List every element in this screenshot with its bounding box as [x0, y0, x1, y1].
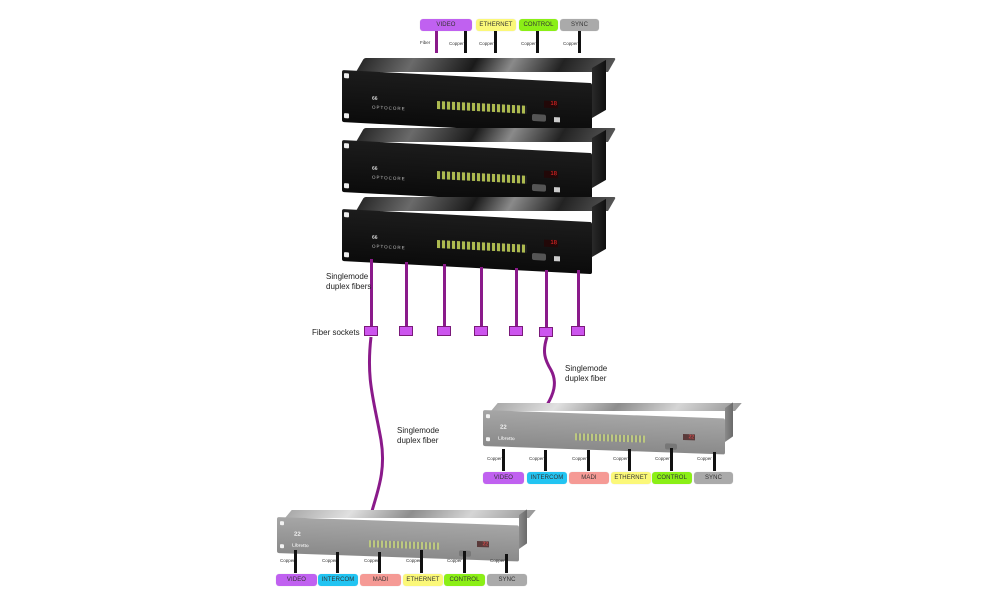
copper-cable	[378, 552, 381, 573]
copper-cable	[502, 449, 505, 471]
copper-label: Copper	[487, 456, 502, 461]
badge-madi: MADI	[569, 472, 609, 484]
fiber-line	[480, 267, 483, 327]
left-fiber-label: Singlemode duplex fiber	[397, 426, 440, 445]
fiber-line	[515, 268, 518, 327]
fiber-socket	[509, 326, 523, 336]
fiber-socket	[474, 326, 488, 336]
fiber-line	[545, 270, 548, 328]
copper-label: Copper	[697, 456, 712, 461]
copper-cable	[536, 31, 539, 53]
left-unit: 22 Libretto 22	[277, 509, 536, 562]
right-fiber-label: Singlemode duplex fiber	[565, 364, 608, 383]
unit-brand: Libretto	[292, 542, 309, 549]
copper-label: Copper	[655, 456, 670, 461]
fiber-curve-right	[542, 336, 556, 406]
copper-label: Copper	[529, 456, 544, 461]
led-array	[575, 433, 645, 443]
copper-cable	[464, 31, 467, 53]
fiber-cable	[435, 31, 438, 53]
unit-brand: Libretto	[498, 435, 515, 442]
copper-cable	[336, 552, 339, 573]
badge-control: CONTROL	[652, 472, 692, 484]
fiber-socket	[571, 326, 585, 336]
fiber-curve-left	[367, 336, 385, 512]
copper-label: Copper	[364, 558, 379, 563]
copper-label: Copper	[322, 558, 337, 563]
copper-cable	[544, 450, 547, 471]
fiber-socket	[437, 326, 451, 336]
copper-cable	[420, 550, 423, 573]
copper-cable	[494, 31, 497, 53]
fibers-label: Singlemode duplex fibers	[326, 272, 372, 291]
sockets-label: Fiber sockets	[312, 328, 360, 337]
fiber-socket	[539, 327, 553, 337]
copper-cable	[505, 554, 508, 573]
copper-cable	[713, 452, 716, 471]
copper-label: Copper	[280, 558, 295, 563]
copper-label: Copper	[490, 558, 505, 563]
copper-label: Copper	[613, 456, 628, 461]
display: 22	[477, 540, 489, 548]
copper-cable	[587, 450, 590, 471]
right-unit: 22 Libretto 22	[483, 402, 742, 455]
cable-label-copper: Copper	[479, 41, 494, 46]
badge-ethernet: ETHERNET	[611, 472, 651, 484]
badge-intercom: INTERCOM	[527, 472, 567, 484]
badge-video: VIDEO	[483, 472, 524, 484]
badge-sync: SYNC	[694, 472, 733, 484]
copper-cable	[578, 31, 581, 53]
badge-video: VIDEO	[276, 574, 317, 586]
fiber-line	[577, 270, 580, 327]
copper-label: Copper	[572, 456, 587, 461]
copper-label: Copper	[447, 558, 462, 563]
copper-cable	[294, 550, 297, 573]
badge-ethernet: ETHERNET	[476, 19, 516, 31]
copper-cable	[463, 551, 466, 573]
cable-label-copper: Copper	[563, 41, 578, 46]
unit-model: 22	[500, 424, 507, 431]
cable-label-copper: Copper	[449, 41, 464, 46]
badge-intercom: INTERCOM	[318, 574, 358, 586]
badge-ethernet: ETHERNET	[403, 574, 443, 586]
fiber-line	[443, 264, 446, 327]
badge-control: CONTROL	[519, 19, 558, 31]
cable-label-fiber: Fiber	[420, 40, 431, 45]
fiber-socket	[364, 326, 378, 336]
unit-model: 22	[294, 531, 301, 538]
copper-cable	[670, 448, 673, 471]
fiber-line	[405, 262, 408, 327]
badge-sync: SYNC	[487, 574, 527, 586]
display: 22	[683, 433, 695, 441]
fiber-line	[370, 259, 373, 327]
badge-sync: SYNC	[560, 19, 599, 31]
copper-label: Copper	[406, 558, 421, 563]
cable-label-copper: Copper	[521, 41, 536, 46]
copper-cable	[628, 449, 631, 471]
badge-madi: MADI	[360, 574, 401, 586]
badge-video: VIDEO	[420, 19, 472, 31]
led-array	[369, 540, 439, 550]
badge-control: CONTROL	[444, 574, 485, 586]
fiber-socket	[399, 326, 413, 336]
